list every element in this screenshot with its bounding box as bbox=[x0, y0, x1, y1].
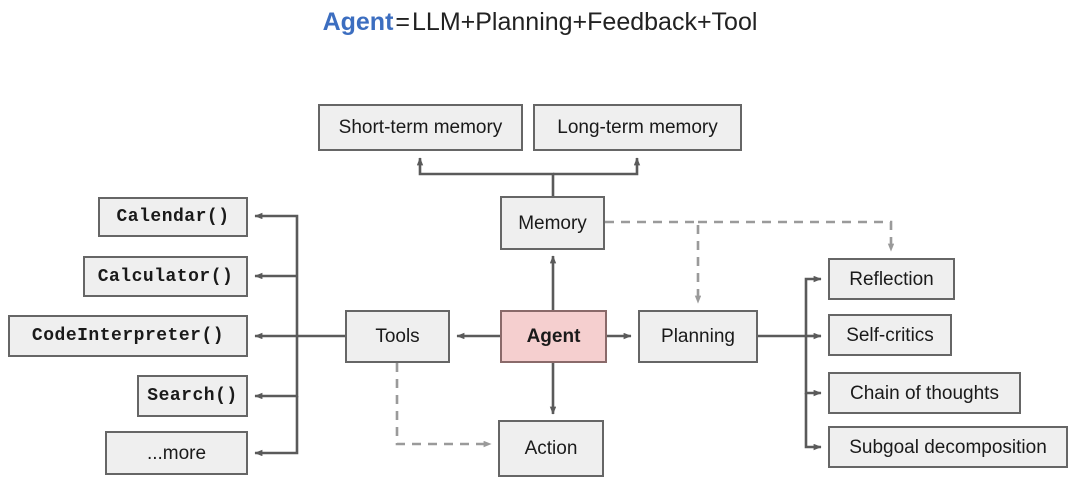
node-label: Agent bbox=[526, 326, 581, 347]
node-tool-calculator[interactable]: Calculator() bbox=[83, 256, 248, 297]
node-label: Subgoal decomposition bbox=[849, 436, 1047, 458]
node-label: Chain of thoughts bbox=[850, 382, 999, 404]
node-short-term-memory[interactable]: Short-term memory bbox=[318, 104, 523, 151]
title-expression: LLM+Planning+Feedback+Tool bbox=[412, 8, 758, 36]
node-label: Calendar() bbox=[116, 207, 230, 227]
node-label: ...more bbox=[146, 442, 207, 464]
node-action[interactable]: Action bbox=[498, 420, 604, 477]
node-plan-subgoal-decomposition[interactable]: Subgoal decomposition bbox=[828, 426, 1068, 468]
node-agent[interactable]: Agent bbox=[500, 310, 607, 363]
node-label: Reflection bbox=[849, 268, 934, 290]
node-label: Planning bbox=[661, 326, 735, 347]
node-tool-search[interactable]: Search() bbox=[137, 375, 248, 417]
node-label: Action bbox=[524, 438, 578, 459]
node-tool-more[interactable]: ...more bbox=[105, 431, 248, 475]
node-label: Short-term memory bbox=[338, 117, 503, 138]
node-memory[interactable]: Memory bbox=[500, 196, 605, 250]
node-long-term-memory[interactable]: Long-term memory bbox=[533, 104, 742, 151]
title-agent-word: Agent bbox=[322, 8, 394, 36]
node-plan-chain-of-thoughts[interactable]: Chain of thoughts bbox=[828, 372, 1021, 414]
node-label: Search() bbox=[147, 386, 238, 406]
node-tools[interactable]: Tools bbox=[345, 310, 450, 363]
node-plan-self-critics[interactable]: Self-critics bbox=[828, 314, 952, 356]
node-tool-codeinterpreter[interactable]: CodeInterpreter() bbox=[8, 315, 248, 357]
node-label: Long-term memory bbox=[557, 117, 718, 138]
node-tool-calendar[interactable]: Calendar() bbox=[98, 197, 248, 237]
node-label: Calculator() bbox=[97, 266, 234, 287]
title-equals: = bbox=[395, 8, 411, 36]
page-title: Agent=LLM+Planning+Feedback+Tool bbox=[0, 8, 1080, 37]
node-label: CodeInterpreter() bbox=[31, 326, 225, 346]
node-plan-reflection[interactable]: Reflection bbox=[828, 258, 955, 300]
node-planning[interactable]: Planning bbox=[638, 310, 758, 363]
node-label: Tools bbox=[375, 326, 420, 347]
node-label: Self-critics bbox=[846, 324, 934, 346]
node-label: Memory bbox=[518, 212, 587, 234]
